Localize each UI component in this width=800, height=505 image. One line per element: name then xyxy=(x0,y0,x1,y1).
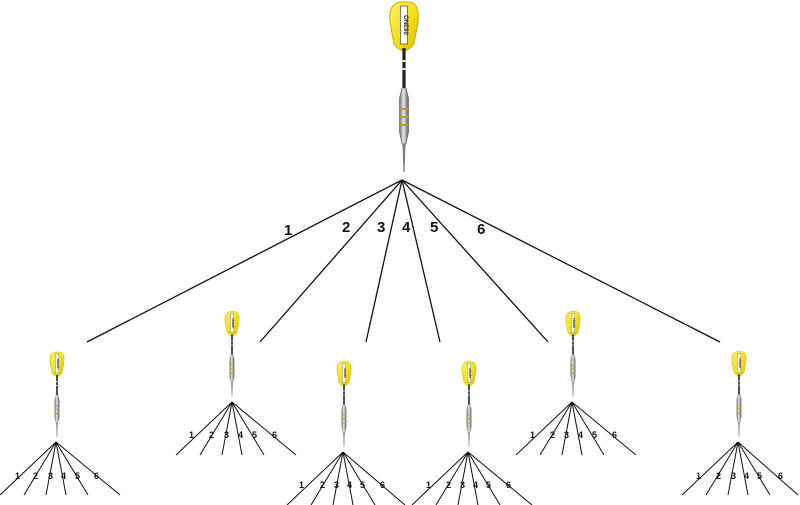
child-dart-4: 1 2 3 4 5 6 xyxy=(411,361,533,505)
top-branch-line-1 xyxy=(86,179,403,343)
child-branches-3: 1 2 3 4 5 6 xyxy=(286,451,406,505)
child-branch-label: 6 xyxy=(94,471,99,481)
child-dart-5: 1 2 3 4 5 6 xyxy=(515,311,637,456)
child-branch-label: 6 xyxy=(380,480,385,490)
child-branch-label: 5 xyxy=(75,471,80,481)
child-branch-label: 1 xyxy=(530,430,535,440)
child-branch-label: 3 xyxy=(334,480,339,490)
dart-icon xyxy=(49,351,65,438)
top-branch-label-5: 5 xyxy=(430,219,438,236)
child-branch-label: 2 xyxy=(33,471,38,481)
child-branch-label: 4 xyxy=(744,471,749,481)
child-branch-label: 2 xyxy=(716,471,721,481)
child-branch-label: 2 xyxy=(209,430,214,440)
top-branch-line-5 xyxy=(401,179,549,343)
child-branch-label: 4 xyxy=(238,430,243,440)
top-branch-line-6 xyxy=(401,179,721,343)
child-branch-label: 4 xyxy=(473,480,478,490)
top-branch-line-4 xyxy=(401,179,441,343)
child-branches-6: 1 2 3 4 5 6 xyxy=(681,441,799,496)
child-branch-label: 3 xyxy=(224,430,229,440)
top-branch-label-2: 2 xyxy=(342,219,350,236)
child-branch-label: 1 xyxy=(189,430,194,440)
top-branch-label-4: 4 xyxy=(402,219,411,236)
child-branch-label: 3 xyxy=(731,471,736,481)
child-branch-label: 5 xyxy=(252,430,257,440)
child-branch-label: 4 xyxy=(578,430,583,440)
child-branch-label: 5 xyxy=(757,471,762,481)
child-branch-label: 6 xyxy=(272,430,277,440)
child-branch-label: 2 xyxy=(446,480,451,490)
child-branch-label: 1 xyxy=(15,471,20,481)
dart-icon xyxy=(224,311,240,397)
child-branch-label: 4 xyxy=(61,471,66,481)
child-branch-label: 5 xyxy=(360,480,365,490)
child-branch-label: 3 xyxy=(564,430,569,440)
child-branch-label: 3 xyxy=(460,480,465,490)
child-dart-1: 1 2 3 4 5 6 xyxy=(0,351,121,496)
child-branches-1: 1 2 3 4 5 6 xyxy=(0,441,121,496)
child-branch-label: 6 xyxy=(612,430,617,440)
top-branch-line-3 xyxy=(365,179,403,343)
top-branch-label-6: 6 xyxy=(477,221,485,238)
top-branches: 1 2 3 4 5 6 xyxy=(86,179,721,343)
child-branch-label: 2 xyxy=(550,430,555,440)
dart-icon xyxy=(336,361,352,447)
child-branch-label: 5 xyxy=(486,480,491,490)
child-branch-label: 2 xyxy=(320,480,325,490)
top-branch-label-3: 3 xyxy=(377,219,385,236)
dart-icon xyxy=(461,361,477,447)
child-branch-label: 6 xyxy=(506,480,511,490)
root-dart-icon xyxy=(389,1,419,173)
child-dart-6: 1 2 3 4 5 6 xyxy=(681,351,799,496)
child-branch-label: 1 xyxy=(299,480,304,490)
child-branch-label: 4 xyxy=(347,480,352,490)
child-branches-4: 1 2 3 4 5 6 xyxy=(411,451,533,505)
child-branch-label: 1 xyxy=(696,471,701,481)
child-dart-3: 1 2 3 4 5 6 xyxy=(286,361,406,505)
top-branch-label-1: 1 xyxy=(284,222,292,239)
child-dart-2: 1 2 3 4 5 6 xyxy=(175,311,297,456)
child-branch-label: 3 xyxy=(48,471,53,481)
child-branch-label: 6 xyxy=(778,471,783,481)
child-branches-2: 1 2 3 4 5 6 xyxy=(175,401,297,456)
child-branch-label: 1 xyxy=(426,480,431,490)
child-branch-label: 5 xyxy=(592,430,597,440)
child-branches-5: 1 2 3 4 5 6 xyxy=(515,401,637,456)
dart-icon xyxy=(731,351,747,437)
top-branch-line-2 xyxy=(259,179,403,343)
dart-icon xyxy=(565,311,581,397)
